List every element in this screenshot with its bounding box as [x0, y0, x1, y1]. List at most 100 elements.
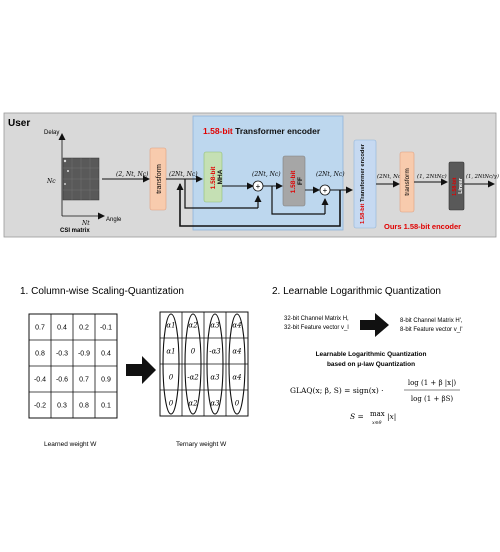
llq-heading-2: based on μ-law Quantization: [327, 361, 415, 368]
ours-label: Ours 1.58-bit encoder: [384, 222, 461, 231]
learned-cell-cell: 0.9: [101, 377, 111, 384]
quantize-arrow: [126, 356, 156, 384]
residual-path-2: [271, 186, 325, 215]
add-node-1-glyph: +: [256, 182, 261, 191]
residual-path-1: [184, 179, 258, 209]
learned-cell-cell: -0.4: [34, 377, 46, 384]
ff-text: FF: [297, 177, 304, 185]
encoder-title-bit: 1.58-bit: [203, 126, 233, 136]
shape-after-add: (2Nt, Nc): [316, 171, 345, 178]
formula-lhs: GLAQ(x; β, S) = sign(x) ·: [290, 386, 384, 395]
ternary-cell-column-oval: [162, 313, 180, 415]
shape-in: (2, Nt, Nc): [116, 171, 149, 178]
output-line-2: 8-bit Feature vector v_l': [400, 327, 463, 333]
linear-bit: 1.58-bit: [452, 177, 458, 195]
learned-cell-cell: 0.1: [101, 403, 111, 410]
input-line-2: 32-bit Feature vector v_l: [284, 325, 349, 331]
csi-delay-label: Delay: [44, 130, 59, 136]
ternary-cell-cell: -α3: [209, 348, 221, 356]
csi-matrix: Delay Angle Nc Nt CSI matrix: [44, 130, 122, 234]
encoder-title-rest: Transformer encoder: [233, 126, 321, 136]
tenc-label: 1.58-bit Transformer encoder: [360, 143, 366, 224]
ternary-cell-column-oval: [184, 313, 202, 415]
formula-denominator: log (1 + βS): [411, 395, 454, 403]
formula2-max: max: [370, 410, 385, 418]
learned-cell-cell: 0.4: [101, 351, 111, 358]
ternary-cell-cell: α3: [210, 374, 220, 382]
learned-cell-cell: 0.8: [79, 403, 89, 410]
shape-after-tenc: (2Nt, Nc): [377, 173, 403, 180]
linear-label: 1.58-bit Linear: [452, 176, 464, 196]
top-panel: User 1.58-bit Transformer encoder Delay: [3, 112, 499, 238]
tenc-text: Transformer encoder: [360, 143, 366, 202]
ternary-cell-cell: α2: [188, 400, 198, 408]
right-section: 2. Learnable Logarithmic Quantization 32…: [272, 286, 463, 426]
learned-cell-cell: 0.7: [79, 377, 89, 384]
formula2-lhs: S =: [350, 412, 364, 421]
ternary-caption: Ternary weight W: [176, 441, 227, 448]
ternary-cell-cell: 0: [235, 400, 240, 408]
llq-heading-1: Learnable Logarithmic Quantization: [316, 351, 427, 358]
user-label: User: [8, 118, 30, 129]
linear-block: [448, 161, 465, 211]
ternary-cell-cell: 0: [191, 348, 196, 356]
shape-after-transform2: (1, 2NtNc): [417, 173, 447, 180]
csi-angle-label: Angle: [106, 217, 122, 223]
mha-bit: 1.58-bit: [210, 166, 217, 190]
shape-out: (1, 2NtNc/γ): [466, 173, 499, 180]
formula2-rhs: |x|: [387, 412, 396, 421]
left-section-title: 1. Column-wise Scaling-Quantization: [20, 286, 184, 297]
ternary-cell-cell: α4: [232, 322, 241, 330]
learned-cell-cell: 0.8: [35, 351, 45, 358]
mha-text: MHA: [217, 169, 224, 184]
input-line-1: 32-bit Channel Matrix H,: [284, 316, 349, 322]
shape-after-transform: (2Nt, Nc): [169, 171, 198, 178]
ternary-cell-cell: α1: [166, 348, 175, 356]
right-section-title: 2. Learnable Logarithmic Quantization: [272, 286, 441, 297]
ternary-cell-cell: 0: [169, 374, 174, 382]
output-line-1: 8-bit Channel Matrix H',: [400, 318, 463, 324]
mha-block: [203, 151, 223, 203]
ternary-cell-column-oval: [228, 313, 246, 415]
learned-cell-cell: 0.7: [35, 325, 45, 332]
ternary-cell-cell: α3: [210, 322, 220, 330]
csi-caption: CSI matrix: [60, 228, 90, 234]
conversion-arrow: [360, 313, 389, 337]
learned-cell-cell: 0.4: [57, 325, 67, 332]
learned-cell-cell: -0.2: [34, 403, 46, 410]
encoder-title: 1.58-bit Transformer encoder: [203, 126, 321, 136]
ff-block: [282, 155, 306, 207]
linear-text: Linear: [458, 178, 464, 194]
learned-caption: Learned weight W: [44, 441, 97, 448]
csi-nt-label: Nt: [81, 220, 90, 227]
ff-bit: 1.58-bit: [290, 170, 297, 194]
ternary-cell-cell: -α2: [187, 374, 199, 382]
repeat-loop: [179, 190, 341, 227]
csi-nc-label: Nc: [46, 178, 56, 185]
add-node-2-glyph: +: [323, 186, 328, 195]
csi-grid-lines: [63, 158, 99, 200]
learned-cell-cell: -0.1: [100, 325, 112, 332]
learned-cell-cell: -0.6: [56, 377, 68, 384]
ternary-cell-cell: α3: [210, 400, 220, 408]
mha-label: 1.58-bit MHA: [210, 165, 224, 190]
transform-label-1: transform: [156, 164, 163, 194]
formula-numerator: log (1 + β |x|): [408, 379, 457, 387]
ternary-cell-cell: α4: [232, 348, 241, 356]
formula2-sub: x∈θ: [372, 420, 382, 426]
learned-cell-cell: 0.2: [79, 325, 89, 332]
learned-cell-cell: -0.9: [78, 351, 90, 358]
tenc-bit: 1.58-bit: [360, 204, 366, 224]
learned-cell-cell: -0.3: [56, 351, 68, 358]
learned-cell-cell: 0.3: [57, 403, 67, 410]
transform-label-2: transform: [404, 168, 411, 195]
ternary-cell-cell: α1: [166, 322, 175, 330]
ternary-cell-column-oval: [206, 313, 224, 415]
learned-weight-matrix: 0.7 0.4 0.2 -0.1 0.8 -0.3 -0.9 0.4 -0.4 -0.6 0.7 0.…: [28, 313, 118, 419]
ternary-cell-cell: α4: [232, 374, 241, 382]
ternary-cell-cell: α2: [188, 322, 198, 330]
ff-label: 1.58-bit FF: [290, 169, 304, 194]
